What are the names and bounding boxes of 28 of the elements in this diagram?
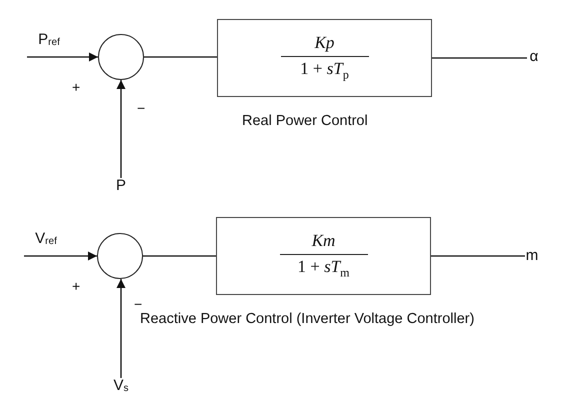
arrow xyxy=(116,80,126,178)
numerator-text: Kp xyxy=(314,34,336,54)
sign-label: − xyxy=(137,101,146,115)
denominator-text: 1 + sT$_{p}$ xyxy=(299,58,350,82)
block-caption: Real Power Control xyxy=(242,113,368,129)
transfer-function-block xyxy=(217,19,432,97)
signal-line xyxy=(432,57,527,59)
signal-line xyxy=(431,255,525,257)
signal-line xyxy=(143,255,216,257)
arrow xyxy=(116,279,126,378)
transfer-function-block xyxy=(216,217,431,295)
arrow xyxy=(24,252,97,260)
signal-label: α xyxy=(530,49,538,64)
signal-label: V$_{s}$ xyxy=(113,378,128,393)
signal-line xyxy=(144,56,217,58)
numerator-text: Km xyxy=(310,232,336,252)
arrow xyxy=(27,52,98,62)
summing-junction xyxy=(97,233,143,279)
summing-junction xyxy=(98,34,144,80)
denominator-text: 1 + sT$_{m}$ xyxy=(296,256,350,280)
signal-label: V$_{ref}$ xyxy=(35,231,57,246)
sign-label: + xyxy=(72,279,80,293)
block-caption: Reactive Power Control (Inverter Voltage Controller) xyxy=(140,311,474,327)
sign-label: − xyxy=(134,297,142,311)
sign-label: + xyxy=(72,80,80,94)
signal-label: m xyxy=(526,248,538,263)
signal-label: P$_{ref}$ xyxy=(38,32,60,47)
signal-label: P xyxy=(116,178,126,193)
